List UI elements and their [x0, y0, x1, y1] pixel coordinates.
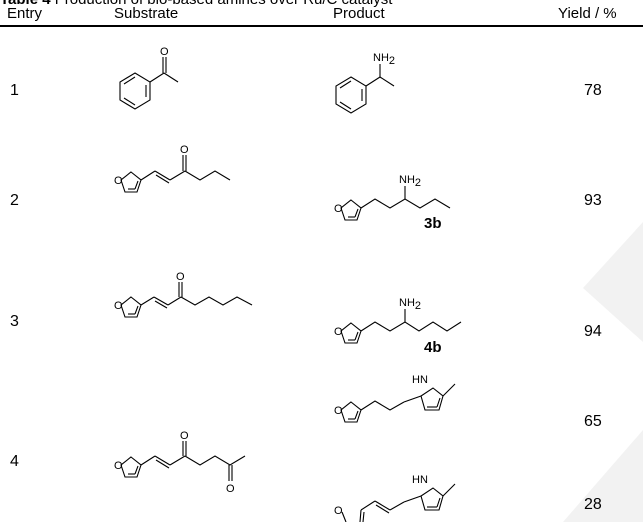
table-caption: Table 4 Production of bio-based amines o…	[0, 0, 392, 9]
atom-oxygen: O	[176, 271, 185, 283]
yield-value: 93	[584, 192, 602, 209]
table-number: Table 4	[0, 0, 51, 8]
compound-label-3b: 3b	[424, 215, 442, 232]
atom-oxygen: O	[226, 483, 235, 495]
table-title: Production of bio-based amines over Ru/C…	[51, 0, 393, 8]
substrate-furyl-enone-pentyl: O O	[114, 271, 253, 318]
atom-amine: NH2	[399, 174, 421, 189]
atom-oxygen: O	[114, 175, 123, 187]
product-furylethyl-pyrrole: O HN	[334, 374, 456, 423]
entry-number: 3	[10, 313, 19, 330]
atom-oxygen: O	[334, 505, 343, 517]
product-furylvinyl-pyrrole: O HN	[334, 474, 456, 522]
atom-amine: NH2	[373, 52, 395, 67]
atom-oxygen: O	[180, 430, 189, 442]
yield-value: 94	[584, 323, 602, 340]
substrate-acetophenone: O	[119, 46, 179, 110]
yield-value: 28	[584, 496, 602, 513]
entry-number: 4	[10, 453, 19, 470]
atom-oxygen: O	[334, 203, 343, 215]
atom-oxygen: O	[180, 144, 189, 156]
col-header-yield: Yield / %	[558, 5, 617, 22]
substrate-furyl-enone-butyl: O O	[114, 144, 231, 193]
product-phenylethylamine: NH2	[335, 52, 395, 114]
atom-oxygen: O	[160, 46, 169, 58]
header-rule	[0, 25, 643, 27]
col-header-substrate: Substrate	[114, 5, 179, 22]
atom-oxygen: O	[334, 405, 343, 417]
entry-number: 1	[10, 82, 19, 99]
yield-value: 78	[584, 82, 602, 99]
atom-pyrrole-nh: HN	[412, 374, 428, 386]
product-4b: O NH2	[334, 297, 462, 344]
atom-oxygen: O	[114, 300, 123, 312]
atom-oxygen: O	[114, 460, 123, 472]
product-3b: O NH2	[334, 174, 451, 221]
compound-label-4b: 4b	[424, 339, 442, 356]
entry-number: 2	[10, 192, 19, 209]
atom-pyrrole-nh: HN	[412, 474, 428, 486]
col-header-entry: Entry	[7, 5, 43, 22]
atom-oxygen: O	[334, 326, 343, 338]
col-header-product: Product	[333, 5, 385, 22]
substrate-furyl-diketone: O O O	[114, 430, 246, 495]
yield-value: 65	[584, 413, 602, 430]
atom-amine: NH2	[399, 297, 421, 312]
